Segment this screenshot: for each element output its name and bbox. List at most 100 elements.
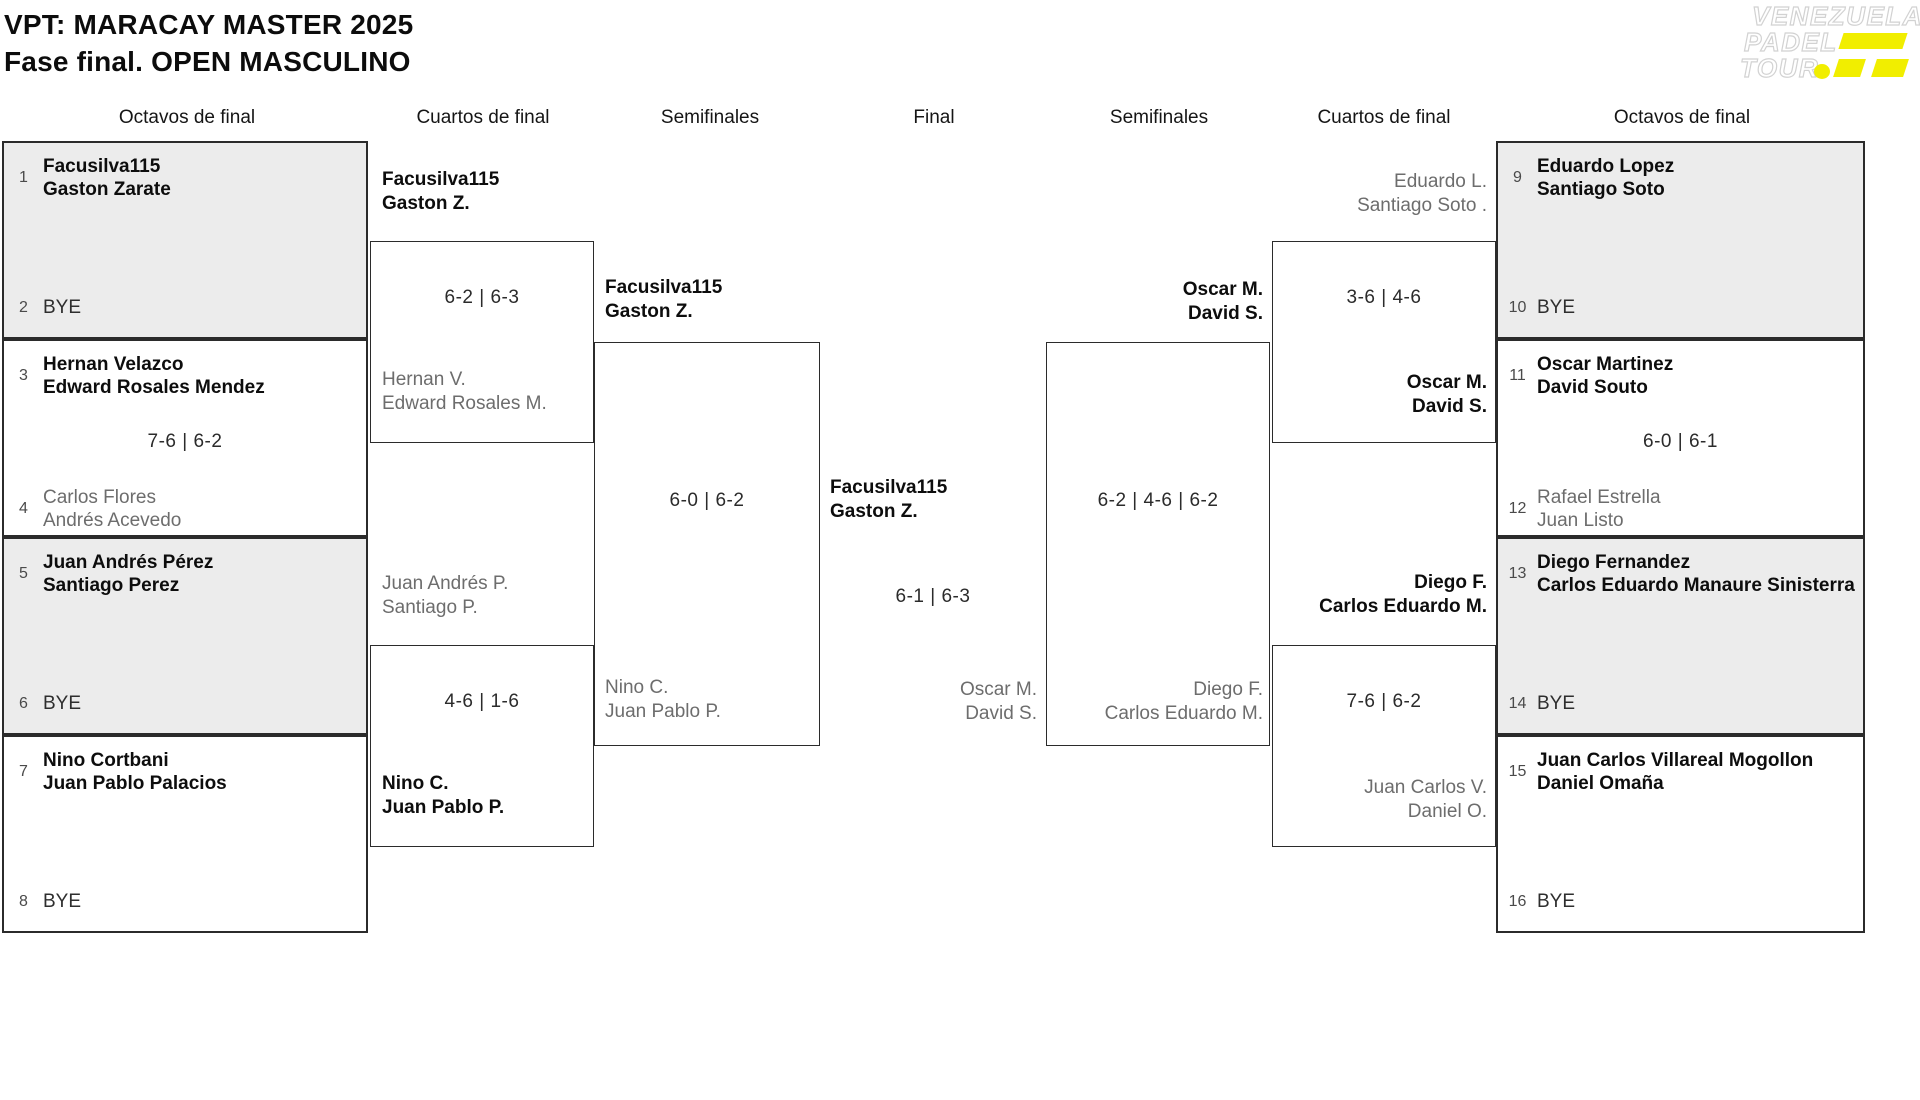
match-box-o8-left-3: 5 Juan Andrés Pérez Santiago Perez 6 BYE — [2, 537, 368, 735]
participant-seed-6: 6 BYE — [12, 692, 360, 715]
player-name: Hernan V. — [382, 369, 466, 390]
player-name: Santiago Soto . — [1357, 195, 1487, 216]
seed-number: 15 — [1508, 763, 1527, 780]
player-name: Oscar M. — [959, 679, 1037, 700]
player-name: Edward Rosales Mendez — [43, 377, 265, 398]
player-name: Juan Andrés P. — [382, 573, 509, 594]
player-name: Rafael Estrella — [1537, 487, 1661, 508]
player-name: David S. — [965, 703, 1037, 724]
round-header-semis-left: Semifinales — [660, 107, 760, 128]
player-name: Gaston Z. — [830, 501, 918, 522]
match-box-o8-left-2: 3 Hernan Velazco Edward Rosales Mendez 7… — [2, 339, 368, 537]
match-score: 6-2 | 4-6 | 6-2 — [1097, 490, 1219, 511]
seed-number: 1 — [19, 169, 28, 186]
round-header-octavos-left: Octavos de final — [118, 107, 256, 128]
player-name: Santiago Soto — [1537, 179, 1665, 200]
participant-seed-4: 4 Carlos Flores Andrés Acevedo — [12, 486, 360, 532]
player-name: Gaston Z. — [605, 301, 693, 322]
seed-number: 11 — [1509, 367, 1526, 384]
bye-label: BYE — [43, 891, 82, 912]
player-name: Oscar M. — [1406, 372, 1487, 393]
match-box-qf-right-2: 7-6 | 6-2 — [1272, 645, 1496, 847]
player-name: Daniel Omaña — [1537, 773, 1664, 794]
player-name: Santiago P. — [382, 597, 478, 618]
player-name: Oscar M. — [1182, 279, 1263, 300]
participant-seed-16: 16 BYE — [1506, 890, 1857, 913]
round-header-final: Final — [913, 107, 955, 128]
bye-label: BYE — [1537, 297, 1576, 318]
match-box-qf-left-2: 4-6 | 1-6 — [370, 645, 594, 847]
player-name: Diego F. — [1414, 572, 1487, 593]
player-name: Juan Pablo Palacios — [43, 773, 227, 794]
match-score: 6-2 | 6-3 — [444, 287, 520, 308]
participant-seed-8: 8 BYE — [12, 890, 360, 913]
player-name: Nino C. — [605, 677, 669, 698]
match-box-o8-left-1: 1 Facusilva115 Gaston Zarate 2 BYE — [2, 141, 368, 339]
player-name: Oscar Martinez — [1537, 354, 1674, 375]
match-box-qf-right-1: 3-6 | 4-6 — [1272, 241, 1496, 443]
seed-number: 8 — [19, 892, 28, 910]
seed-number: 10 — [1508, 298, 1527, 316]
player-name: Edward Rosales M. — [382, 393, 547, 414]
qf-right-2-bottom-team: Juan Carlos V. Daniel O. — [1364, 776, 1487, 824]
match-score: 3-6 | 4-6 — [1346, 287, 1422, 308]
player-name: Diego F. — [1193, 679, 1263, 700]
page-title: VPT: MARACAY MASTER 2025 Fase final. OPE… — [4, 6, 413, 80]
round-header-semis-right: Semifinales — [1109, 107, 1209, 128]
player-name: Eduardo L. — [1394, 171, 1487, 192]
seed-number: 2 — [19, 298, 28, 316]
player-name: Nino C. — [382, 773, 449, 794]
player-name: David S. — [1412, 396, 1487, 417]
qf-right-1-top-team: Eduardo L. Santiago Soto . — [1357, 170, 1487, 218]
player-name: Juan Carlos Villareal Mogollon — [1537, 750, 1814, 771]
player-name: Juan Carlos V. — [1364, 777, 1487, 798]
final-right-team: Oscar M. David S. — [960, 678, 1037, 726]
round-header-cuartos-left: Cuartos de final — [416, 107, 550, 128]
player-name: Eduardo Lopez — [1537, 156, 1675, 177]
player-name: Carlos Eduardo M. — [1319, 596, 1487, 617]
participant-seed-5: 5 Juan Andrés Pérez Santiago Perez — [12, 551, 360, 597]
qf-right-1-bottom-team: Oscar M. David S. — [1407, 371, 1487, 419]
participant-seed-12: 12 Rafael Estrella Juan Listo — [1506, 486, 1857, 532]
player-name: Juan Listo — [1537, 510, 1624, 531]
logo-word-venezuela: VENEZUELA — [1751, 1, 1920, 31]
qf-left-2-bottom-team: Nino C. Juan Pablo P. — [382, 772, 504, 820]
seed-number: 7 — [19, 763, 28, 780]
participant-seed-10: 10 BYE — [1506, 296, 1857, 319]
match-box-o8-left-4: 7 Nino Cortbani Juan Pablo Palacios 8 BY… — [2, 735, 368, 933]
logo-word-padel: PADEL — [1743, 27, 1838, 57]
player-name: Carlos Flores — [43, 487, 156, 508]
seed-number: 9 — [1513, 169, 1522, 186]
participant-seed-11: 11 Oscar Martinez David Souto — [1506, 353, 1857, 399]
final-left-team: Facusilva115 Gaston Z. — [830, 476, 947, 524]
player-name: Juan Andrés Pérez — [43, 552, 214, 573]
match-score: 6-0 | 6-2 — [669, 490, 745, 511]
player-name: Facusilva115 — [43, 156, 161, 177]
participant-seed-15: 15 Juan Carlos Villareal Mogollon Daniel… — [1506, 749, 1857, 795]
round-header-cuartos-right: Cuartos de final — [1317, 107, 1451, 128]
participant-seed-7: 7 Nino Cortbani Juan Pablo Palacios — [12, 749, 360, 795]
sf-left-bottom-team: Nino C. Juan Pablo P. — [605, 676, 721, 724]
bye-label: BYE — [43, 297, 82, 318]
match-score: 7-6 | 6-2 — [147, 431, 223, 452]
player-name: David Souto — [1537, 377, 1648, 398]
player-name: Nino Cortbani — [43, 750, 169, 771]
bye-label: BYE — [1537, 891, 1576, 912]
player-name: Gaston Z. — [382, 193, 470, 214]
player-name: Hernan Velazco — [43, 354, 184, 375]
sf-right-top-team: Oscar M. David S. — [1183, 278, 1263, 326]
match-score: 4-6 | 1-6 — [444, 691, 520, 712]
player-name: Carlos Eduardo Manaure Sinisterra — [1537, 575, 1855, 596]
match-box-o8-right-3: 13 Diego Fernandez Carlos Eduardo Manaur… — [1496, 537, 1865, 735]
match-score: 6-0 | 6-1 — [1643, 431, 1718, 452]
match-box-qf-left-1: 6-2 | 6-3 — [370, 241, 594, 443]
player-name: Andrés Acevedo — [43, 510, 182, 531]
sf-right-bottom-team: Diego F. Carlos Eduardo M. — [1105, 678, 1263, 726]
participant-seed-1: 1 Facusilva115 Gaston Zarate — [12, 155, 360, 201]
match-box-o8-right-2: 11 Oscar Martinez David Souto 6-0 | 6-1 … — [1496, 339, 1865, 537]
logo-yellow-dot-icon — [1814, 64, 1830, 79]
qf-left-1-top-team: Facusilva115 Gaston Z. — [382, 168, 499, 216]
match-box-sf-left: 6-0 | 6-2 — [594, 342, 820, 746]
player-name: Carlos Eduardo M. — [1104, 703, 1263, 724]
